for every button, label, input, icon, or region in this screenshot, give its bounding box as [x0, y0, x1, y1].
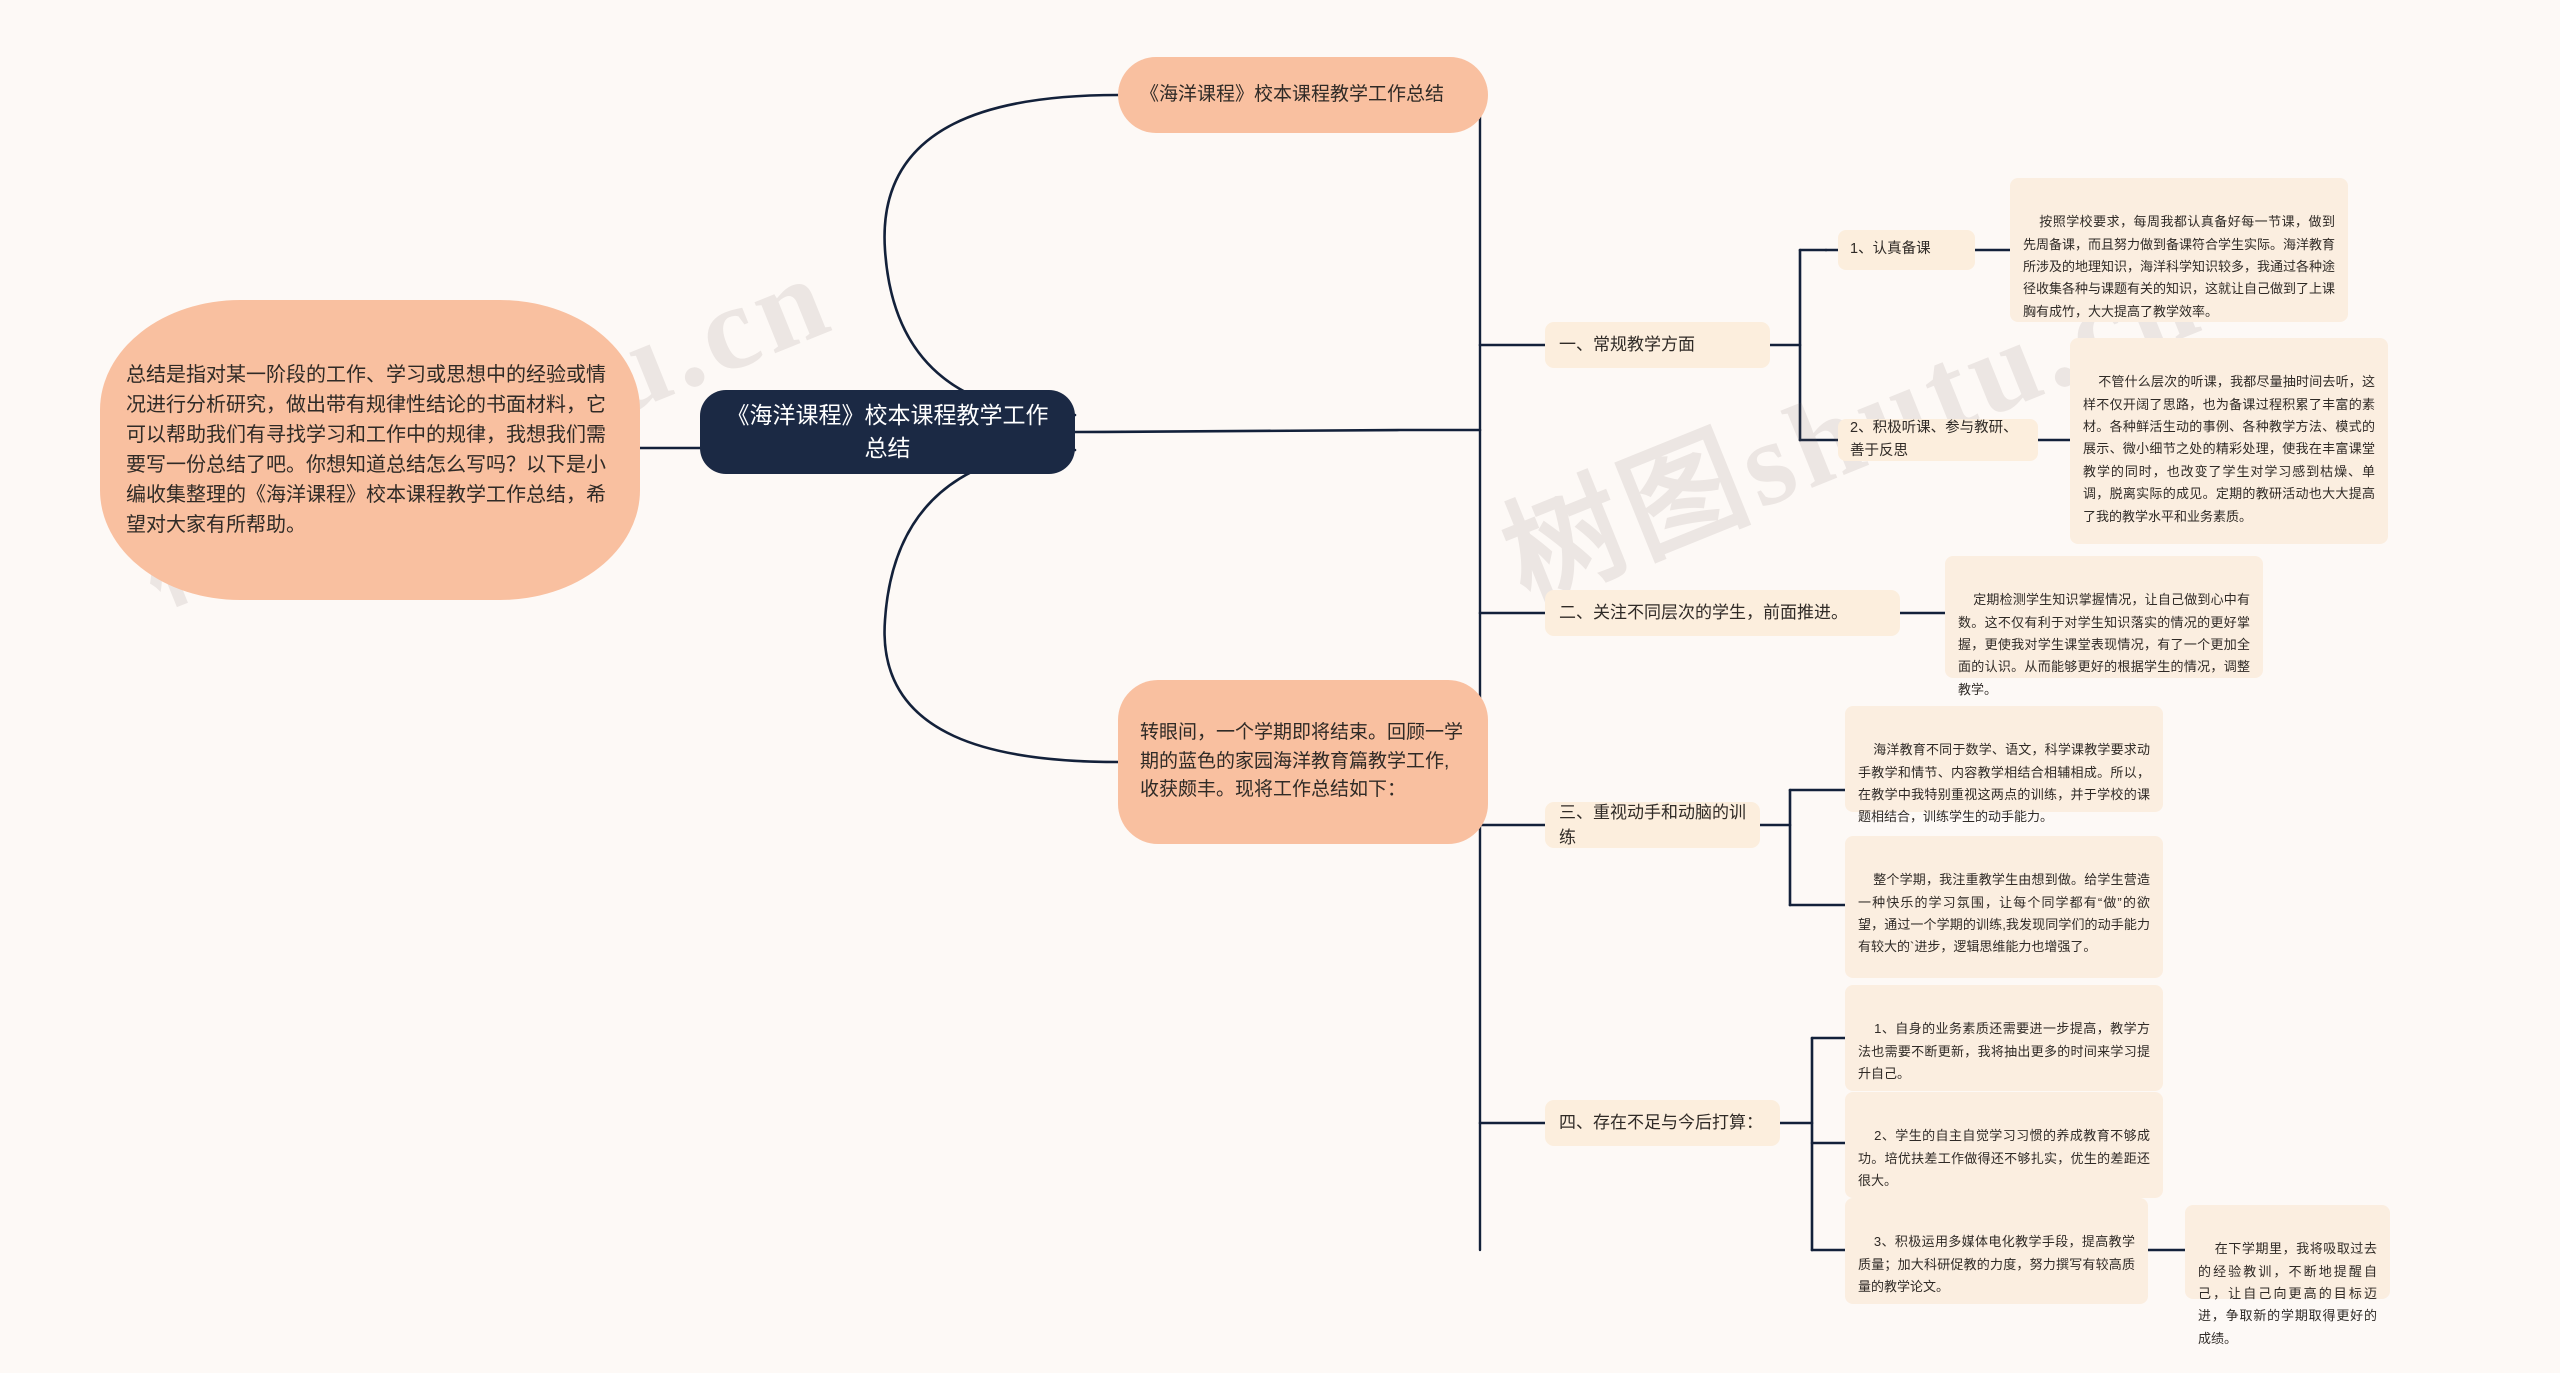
- title-branch-label: 《海洋课程》校本课程教学工作总结: [1140, 83, 1445, 105]
- detail-text: 按照学校要求，每周我都认真备好每一节课，做到先周备课，而且努力做到备课符合学生实…: [2023, 214, 2336, 319]
- branch-4-child-3-detail[interactable]: 在下学期里，我将吸取过去的经验教训，不断地提醒自己，让自己向更高的目标迈进，争取…: [2185, 1205, 2390, 1346]
- root-node[interactable]: 《海洋课程》校本课程教学工作总结: [700, 390, 1075, 474]
- branch-1-child-1-detail[interactable]: 按照学校要求，每周我都认真备好每一节课，做到先周备课，而且努力做到备课符合学生实…: [2010, 178, 2348, 322]
- title-branch-node[interactable]: 《海洋课程》校本课程教学工作总结: [1118, 57, 1488, 133]
- child-label: 1、认真备课: [1850, 241, 1931, 258]
- branch-3-detail-1[interactable]: 海洋教育不同于数学、语文，科学课教学要求动手教学和情节、内容教学相结合相辅相成。…: [1845, 706, 2163, 824]
- detail-text: 定期检测学生知识掌握情况，让自己做到心中有数。这不仅有利于对学生知识落实的情况的…: [1958, 592, 2250, 697]
- mindmap-canvas: 树图shutu.cn 树图shutu.cn 《海洋课程》校本课程教学工作总结 总…: [100, 57, 2390, 1346]
- child-label: 2、积极听课、参与教研、善于反思: [1850, 419, 2018, 459]
- opening-branch-label: 转眼间，一个学期即将结束。回顾一学期的蓝色的家园海洋教育篇教学工作,收获颇丰。现…: [1140, 722, 1464, 801]
- branch-3-label: 三、重视动手和动脑的训练: [1559, 802, 1746, 848]
- branch-4-child-3[interactable]: 3、积极运用多媒体电化教学手段，提高教学质量；加大科研促教的力度，努力撰写有较高…: [1845, 1198, 2148, 1304]
- branch-2-label: 二、关注不同层次的学生，前面推进。: [1559, 603, 1848, 623]
- branch-1-child-2-label[interactable]: 2、积极听课、参与教研、善于反思: [1838, 419, 2038, 461]
- branch-heading-3[interactable]: 三、重视动手和动脑的训练: [1545, 802, 1760, 848]
- branch-heading-4[interactable]: 四、存在不足与今后打算：: [1545, 1100, 1780, 1146]
- detail-text: 不管什么层次的听课，我都尽量抽时间去听，这样不仅开阔了思路，也为备课过程积累了丰…: [2083, 374, 2375, 524]
- branch-4-child-1[interactable]: 1、自身的业务素质还需要进一步提高，教学方法也需要不断更新，我将抽出更多的时间来…: [1845, 985, 2163, 1091]
- detail-text: 海洋教育不同于数学、语文，科学课教学要求动手教学和情节、内容教学相结合相辅相成。…: [1858, 742, 2150, 825]
- intro-label: 总结是指对某一阶段的工作、学习或思想中的经验或情况进行分析研究，做出带有规律性结…: [126, 364, 606, 536]
- branch-heading-1[interactable]: 一、常规教学方面: [1545, 322, 1770, 368]
- child-label: 2、学生的自主自觉学习习惯的养成教育不够成功。培优扶差工作做得还不够扎实，优生的…: [1858, 1128, 2150, 1189]
- root-label: 《海洋课程》校本课程教学工作总结: [726, 401, 1049, 461]
- branch-4-child-2[interactable]: 2、学生的自主自觉学习习惯的养成教育不够成功。培优扶差工作做得还不够扎实，优生的…: [1845, 1092, 2163, 1198]
- branch-heading-2[interactable]: 二、关注不同层次的学生，前面推进。: [1545, 590, 1900, 636]
- branch-1-label: 一、常规教学方面: [1559, 335, 1695, 355]
- detail-text: 在下学期里，我将吸取过去的经验教训，不断地提醒自己，让自己向更高的目标迈进，争取…: [2198, 1241, 2377, 1346]
- child-label: 3、积极运用多媒体电化教学手段，提高教学质量；加大科研促教的力度，努力撰写有较高…: [1858, 1234, 2136, 1295]
- detail-text: 整个学期，我注重教学生由想到做。给学生营造一种快乐的学习氛围，让每个同学都有“做…: [1858, 872, 2150, 955]
- branch-3-detail-2[interactable]: 整个学期，我注重教学生由想到做。给学生营造一种快乐的学习氛围，让每个同学都有“做…: [1845, 836, 2163, 978]
- branch-4-label: 四、存在不足与今后打算：: [1559, 1113, 1763, 1133]
- branch-1-child-2-detail[interactable]: 不管什么层次的听课，我都尽量抽时间去听，这样不仅开阔了思路，也为备课过程积累了丰…: [2070, 338, 2388, 544]
- branch-1-child-1-label[interactable]: 1、认真备课: [1838, 230, 1975, 270]
- branch-2-detail[interactable]: 定期检测学生知识掌握情况，让自己做到心中有数。这不仅有利于对学生知识落实的情况的…: [1945, 556, 2263, 697]
- intro-node[interactable]: 总结是指对某一阶段的工作、学习或思想中的经验或情况进行分析研究，做出带有规律性结…: [100, 300, 640, 600]
- child-label: 1、自身的业务素质还需要进一步提高，教学方法也需要不断更新，我将抽出更多的时间来…: [1858, 1021, 2150, 1082]
- opening-branch-node[interactable]: 转眼间，一个学期即将结束。回顾一学期的蓝色的家园海洋教育篇教学工作,收获颇丰。现…: [1118, 680, 1488, 844]
